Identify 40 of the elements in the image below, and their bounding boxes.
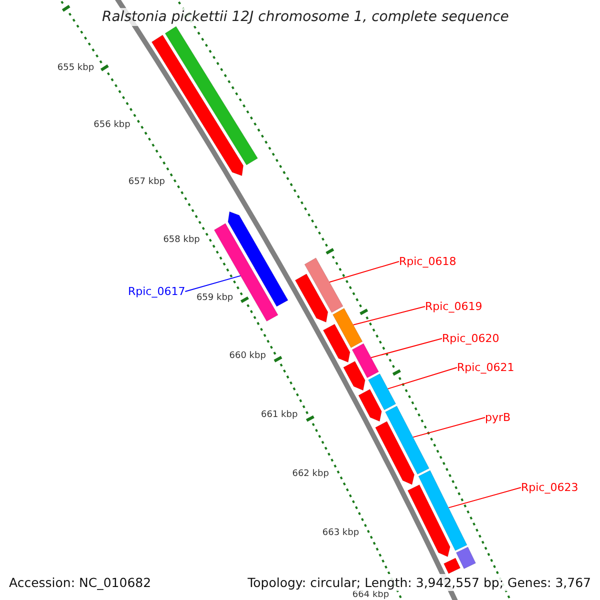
leader-line (448, 487, 522, 508)
gene-bar (294, 274, 328, 322)
leader-line (387, 367, 458, 390)
gene-bar (385, 406, 430, 475)
leader-line (412, 417, 486, 438)
scale-label: 657 kbp (128, 176, 166, 188)
scale-label: 658 kbp (163, 235, 200, 246)
gene-bar (456, 546, 476, 569)
gene-bar (332, 308, 363, 348)
scale-label: 664 kbp (352, 590, 390, 600)
scale-label: 655 kbp (57, 62, 94, 74)
gene-bar (352, 343, 379, 378)
gene-bar (304, 258, 344, 313)
gene-bar (164, 26, 258, 166)
gene-bar (407, 484, 450, 558)
gene-label: Rpic_0617 (128, 285, 186, 298)
gene-bar (368, 373, 396, 410)
gene-bar (418, 470, 468, 551)
gene-label: pyrB (485, 411, 511, 424)
leader-line (329, 261, 400, 283)
gene-bar (151, 34, 244, 176)
gene-label: Rpic_0619 (425, 300, 482, 313)
gene-label: Rpic_0620 (442, 332, 500, 345)
scale-label: 661 kbp (261, 410, 298, 421)
gene-bar (375, 421, 415, 485)
scale-label: 660 kbp (229, 351, 266, 362)
scale-label: 659 kbp (196, 292, 234, 304)
gene-label: Rpic_0618 (399, 255, 456, 268)
scale-label: 656 kbp (94, 120, 130, 132)
scale-label: 663 kbp (322, 528, 360, 540)
gene-bar (214, 223, 278, 322)
gene-label: Rpic_0623 (521, 481, 578, 494)
gene-label: Rpic_0621 (457, 361, 514, 374)
gene-bar (322, 324, 350, 363)
leader-line (184, 275, 242, 292)
leader-line (370, 338, 442, 358)
scale-label: 662 kbp (292, 469, 329, 480)
gene-bar (343, 360, 366, 391)
gene-bar (358, 389, 382, 422)
leader-line (352, 306, 426, 326)
